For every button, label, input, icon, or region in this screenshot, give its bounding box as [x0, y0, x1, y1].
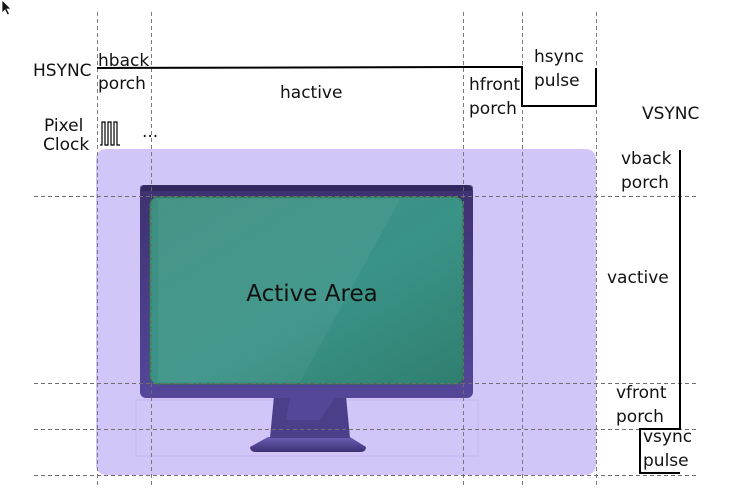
vsync-pulse-label: vsync pulse: [643, 427, 698, 471]
hback-porch-line-1: hback: [98, 51, 149, 71]
vback-porch-label: vback porch: [621, 149, 677, 193]
pixel-clock-line-1: Pixel: [44, 116, 83, 136]
hactive-label: hactive: [280, 83, 342, 103]
hsync-pulse-line-1: hsync: [534, 47, 584, 67]
hfront-porch-label: hfront porch: [469, 75, 526, 119]
vback-porch-line-1: vback: [621, 149, 672, 169]
hsync-title: HSYNC: [33, 61, 92, 81]
monitor-stand-base: [250, 437, 366, 452]
vback-porch-line-2: porch: [621, 173, 669, 193]
hfront-porch-line-1: hfront: [469, 75, 521, 95]
vactive-label: vactive: [607, 268, 669, 288]
vsync-pulse-line-1: vsync: [643, 427, 692, 447]
hsync-waveform: [96, 66, 597, 107]
pixel-clock-label: Pixel Clock: [43, 116, 89, 155]
hback-porch-label: hback porch: [98, 51, 155, 94]
vsync-pulse-line-2: pulse: [643, 451, 689, 471]
vfront-porch-line-2: porch: [616, 407, 664, 427]
active-area-label: Active Area: [246, 281, 377, 307]
monitor-icon: [140, 185, 473, 452]
hback-porch-line-2: porch: [98, 74, 146, 94]
vfront-porch-label: vfront porch: [616, 383, 672, 427]
vsync-title: VSYNC: [642, 104, 699, 124]
hsync-pulse-line-2: pulse: [534, 71, 580, 91]
hfront-porch-line-2: porch: [469, 99, 517, 119]
hsync-pulse-label: hsync pulse: [534, 47, 589, 91]
pixel-clock-line-2: Clock: [43, 135, 89, 155]
vfront-porch-line-1: vfront: [616, 383, 667, 403]
mouse-pointer-icon: [1, 0, 12, 16]
active-area-screen: [149, 196, 464, 385]
square-wave-icon: [100, 121, 120, 146]
vsync-waveform: [639, 150, 681, 474]
pixel-clock-ellipsis: ...: [142, 122, 158, 142]
